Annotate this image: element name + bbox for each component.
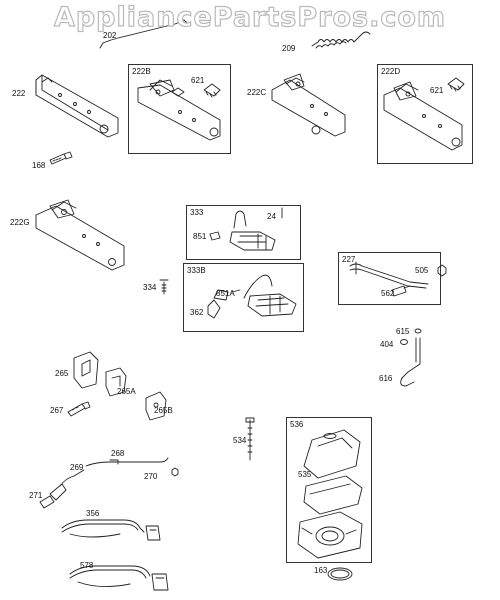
clip-621b (448, 78, 464, 91)
callout-851a: 851A (216, 289, 235, 298)
callout-271: 271 (29, 491, 43, 500)
callout-578: 578 (80, 561, 94, 570)
callout-222c: 222C (247, 88, 267, 97)
group-label-333: 333 (190, 208, 204, 217)
callout-851: 851 (193, 232, 207, 241)
group-label-536: 536 (290, 420, 304, 429)
callout-615: 615 (396, 327, 410, 336)
wire-harness-578 (70, 566, 168, 590)
bracket-222d (384, 82, 462, 150)
throttle-cable (40, 458, 178, 508)
callout-265a: 265A (117, 387, 136, 396)
group-label-222b: 222B (132, 67, 151, 76)
callout-534: 534 (233, 436, 247, 445)
callout-202: 202 (103, 31, 117, 40)
clip-621a (204, 84, 220, 97)
kill-switch-333b (208, 275, 296, 318)
group-label-227: 227 (342, 255, 356, 264)
callout-616: 616 (379, 374, 393, 383)
spring-209 (312, 32, 370, 48)
gasket-163 (328, 568, 352, 580)
watermark: AppliancePartsPros.com (53, 1, 447, 33)
group-label-333b: 333B (187, 266, 206, 275)
callout-334: 334 (143, 283, 157, 292)
callout-356: 356 (86, 509, 100, 518)
callout-404: 404 (380, 340, 394, 349)
callout-168: 168 (32, 161, 46, 170)
callout-222g: 222G (10, 218, 30, 227)
group-label-222d: 222D (381, 67, 401, 76)
callout-209: 209 (282, 44, 296, 53)
callout-535: 535 (298, 470, 312, 479)
kill-switch-333 (210, 208, 282, 250)
screw-267 (68, 402, 90, 416)
group-box-222b: 222B (128, 64, 231, 154)
callout-163: 163 (314, 566, 328, 575)
group-box-227: 227 (338, 252, 441, 305)
air-filter-assembly (298, 430, 362, 558)
group-box-333b: 333B (183, 263, 304, 332)
callout-267: 267 (50, 406, 64, 415)
bracket-222c (272, 74, 345, 136)
callout-621: 621 (191, 76, 205, 85)
rod-assembly (401, 329, 422, 386)
callout-265b: 265B (154, 406, 173, 415)
callout-270: 270 (144, 472, 158, 481)
callout-621-right: 621 (430, 86, 444, 95)
group-box-333: 333 (186, 205, 301, 260)
bracket-265 (74, 352, 98, 388)
bracket-222g (36, 200, 124, 270)
callout-24: 24 (267, 212, 276, 221)
group-box-536: 536 (286, 417, 372, 563)
callout-362: 362 (190, 308, 204, 317)
callout-222: 222 (12, 89, 26, 98)
callout-562: 562 (381, 289, 395, 298)
callout-268: 268 (111, 449, 125, 458)
bracket-222 (36, 75, 118, 137)
screw-334 (160, 280, 168, 294)
callout-265: 265 (55, 369, 69, 378)
wire-harness-356 (62, 520, 160, 540)
lever-227 (350, 262, 446, 296)
wire-link-202 (100, 20, 188, 48)
bracket-222b (138, 80, 220, 140)
bracket-265b (146, 392, 166, 420)
group-box-222d: 222D (377, 64, 473, 164)
bracket-265a (106, 368, 126, 396)
callout-505: 505 (415, 266, 429, 275)
bolt-168 (50, 152, 72, 164)
callout-269: 269 (70, 463, 84, 472)
bolt-534 (246, 418, 254, 460)
